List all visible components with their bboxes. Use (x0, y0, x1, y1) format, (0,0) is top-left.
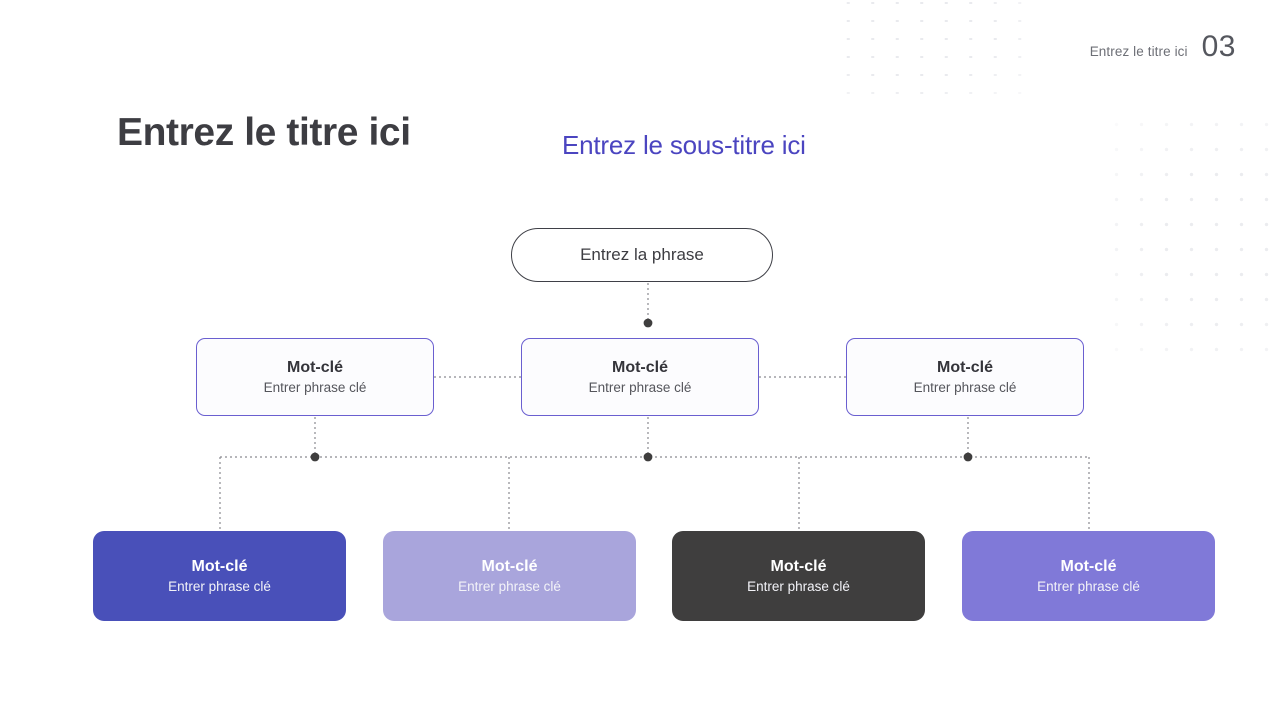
middle-node-1[interactable]: Mot-clé Entrer phrase clé (521, 338, 759, 416)
page-subtitle: Entrez le sous-titre ici (562, 130, 806, 160)
bottom-node-keyword: Mot-clé (481, 558, 538, 575)
middle-node-0[interactable]: Mot-clé Entrer phrase clé (196, 338, 434, 416)
bottom-node-phrase: Entrer phrase clé (168, 579, 271, 594)
junction-dot-0 (310, 452, 320, 462)
junction-dot-2 (963, 452, 973, 462)
bottom-node-1[interactable]: Mot-clé Entrer phrase clé (383, 531, 636, 621)
middle-node-phrase: Entrer phrase clé (913, 380, 1017, 395)
middle-node-keyword: Mot-clé (287, 359, 343, 376)
page-title: Entrez le titre ici (117, 111, 411, 154)
middle-node-phrase: Entrer phrase clé (263, 380, 367, 395)
bottom-node-phrase: Entrer phrase clé (1037, 579, 1140, 594)
bottom-node-3[interactable]: Mot-clé Entrer phrase clé (962, 531, 1215, 621)
bottom-node-keyword: Mot-clé (770, 558, 827, 575)
bottom-node-0[interactable]: Mot-clé Entrer phrase clé (93, 531, 346, 621)
bottom-node-keyword: Mot-clé (1060, 558, 1117, 575)
header-title: Entrez le titre ici (1089, 44, 1188, 59)
middle-node-keyword: Mot-clé (937, 359, 993, 376)
middle-node-2[interactable]: Mot-clé Entrer phrase clé (846, 338, 1084, 416)
middle-node-phrase: Entrer phrase clé (588, 380, 692, 395)
bottom-node-2[interactable]: Mot-clé Entrer phrase clé (672, 531, 925, 621)
root-node-label: Entrez la phrase (580, 245, 704, 264)
root-node[interactable]: Entrez la phrase (511, 228, 773, 282)
slide-number: 03 (1201, 30, 1236, 63)
bottom-node-phrase: Entrer phrase clé (458, 579, 561, 594)
junction-dot-root (643, 318, 653, 328)
bottom-node-keyword: Mot-clé (191, 558, 248, 575)
junction-dot-1 (643, 452, 653, 462)
bottom-node-phrase: Entrer phrase clé (747, 579, 850, 594)
middle-node-keyword: Mot-clé (612, 359, 668, 376)
header: Entrez le titre ici 03 (1090, 30, 1236, 64)
